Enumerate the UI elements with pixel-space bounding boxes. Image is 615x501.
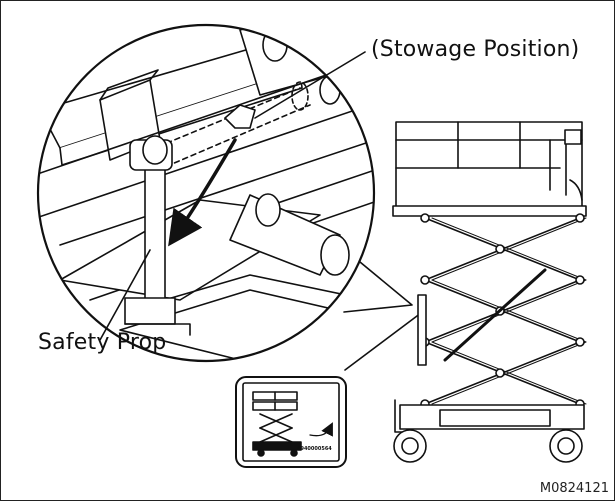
safety-prop-leader-line	[99, 249, 151, 341]
decal-leader-line	[344, 309, 426, 371]
safety-prop-label: Safety Prop	[38, 330, 167, 355]
scissor-lift	[392, 121, 587, 463]
decal-code-label: 4940000564	[297, 446, 332, 452]
warning-decal	[235, 376, 347, 468]
stowage-position-label: (Stowage Position)	[371, 37, 580, 62]
figure-id-label: M0824121	[539, 481, 609, 496]
stowage-leader-line	[254, 51, 366, 119]
